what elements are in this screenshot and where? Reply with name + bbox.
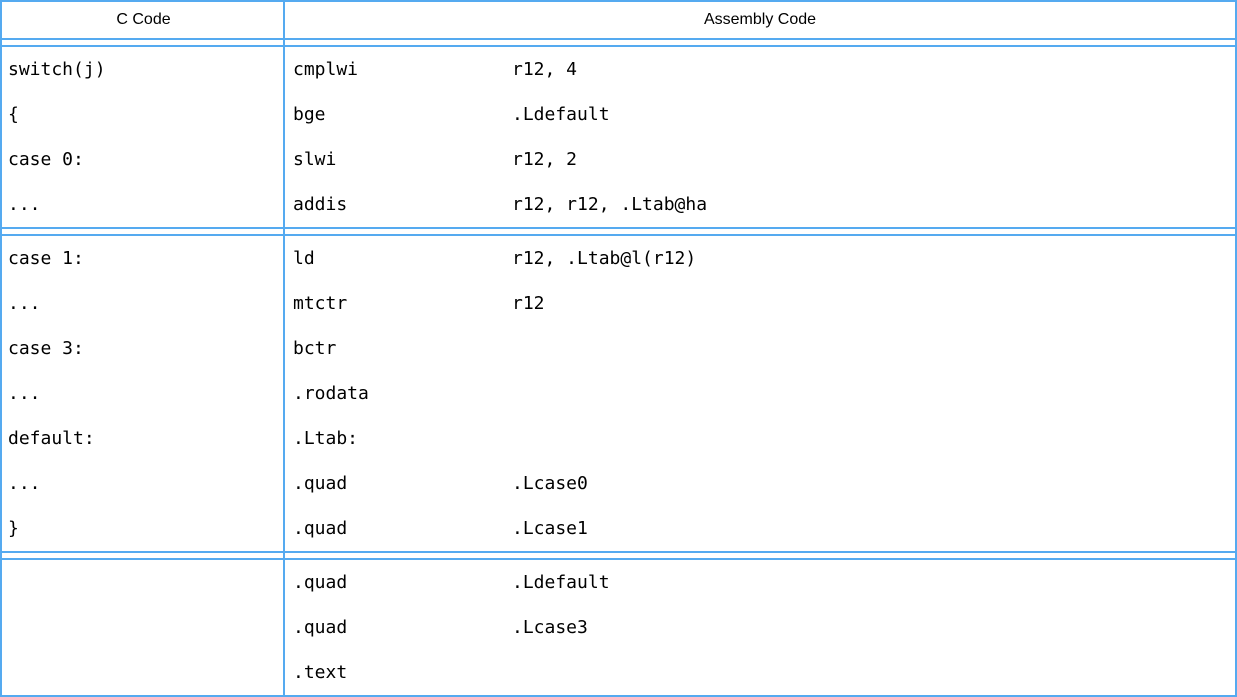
asm-mnemonic: .text <box>293 662 348 683</box>
column-divider-line <box>283 2 285 695</box>
c-code-line: switch(j) <box>8 59 106 80</box>
table-section-table-tail: .quad .Ldefault .quad .Lcase3 .text <box>2 558 1235 695</box>
asm-mnemonic: .quad <box>293 518 348 539</box>
asm-mnemonic: ld <box>293 248 315 269</box>
c-code-line: ... <box>8 194 41 215</box>
c-code-line: { <box>8 104 19 125</box>
asm-code-line: bctr <box>293 326 1235 371</box>
asm-mnemonic: bctr <box>293 338 337 359</box>
asm-code-line: .quad .Lcase3 <box>293 605 1235 650</box>
asm-mnemonic: .quad <box>293 617 348 638</box>
assembly-code-column-header: Assembly Code <box>703 11 817 28</box>
asm-operand: r12 <box>512 293 545 314</box>
asm-mnemonic: .Ltab: <box>293 428 359 449</box>
table-section-jump-table: case 1:... case 3:... default:...} ld r12, … <box>2 234 1235 553</box>
asm-code-cell: cmplwi r12, 4 bge .Ldefault slwi r12, 2 addis r… <box>285 47 1235 227</box>
asm-operand: .Ldefault <box>512 572 610 593</box>
c-code-line <box>8 650 285 695</box>
asm-mnemonic: bge <box>293 104 326 125</box>
c-code-line: } <box>8 518 19 539</box>
asm-code-line: mtctr r12 <box>293 281 1235 326</box>
asm-code-line: .text <box>293 650 1235 695</box>
asm-code-line: cmplwi r12, 4 <box>293 47 1235 92</box>
c-code-column-header: C Code <box>116 11 171 28</box>
asm-operand: .Lcase0 <box>512 473 588 494</box>
asm-mnemonic: .rodata <box>293 383 369 404</box>
asm-operand: r12, r12, .Ltab@ha <box>512 194 708 215</box>
asm-code-line: .quad .Lcase0 <box>293 461 1235 506</box>
asm-mnemonic: mtctr <box>293 293 348 314</box>
asm-mnemonic: cmplwi <box>293 59 359 80</box>
c-code-line: ... <box>8 293 41 314</box>
table-header-row: C Code Assembly Code <box>2 2 1235 40</box>
asm-code-line: .rodata <box>293 371 1235 416</box>
asm-code-line: bge .Ldefault <box>293 92 1235 137</box>
c-code-line: ... <box>8 383 41 404</box>
asm-mnemonic: .quad <box>293 572 348 593</box>
c-code-cell <box>2 560 285 695</box>
c-code-line: case 1: <box>8 248 84 269</box>
asm-mnemonic: .quad <box>293 473 348 494</box>
asm-operand: r12, .Ltab@l(r12) <box>512 248 697 269</box>
c-code-cell: case 1:... case 3:... default:...} <box>2 236 285 551</box>
c-code-line <box>8 605 285 650</box>
asm-mnemonic: slwi <box>293 149 337 170</box>
asm-code-cell: ld r12, .Ltab@l(r12) mtctr r12 bctr .rodata .L… <box>285 236 1235 551</box>
asm-mnemonic: addis <box>293 194 348 215</box>
asm-operand: r12, 4 <box>512 59 578 80</box>
c-code-line: case 0: <box>8 149 84 170</box>
c-code-line: case 3: <box>8 338 84 359</box>
asm-operand: r12, 2 <box>512 149 578 170</box>
asm-code-line: slwi r12, 2 <box>293 137 1235 182</box>
asm-code-line: .Ltab: <box>293 416 1235 461</box>
asm-operand: .Ldefault <box>512 104 610 125</box>
c-code-line: default: <box>8 428 95 449</box>
asm-code-line: ld r12, .Ltab@l(r12) <box>293 236 1235 281</box>
table-section-dispatch-setup: switch(j) { case 0:... cmplwi r12, 4 bge .Lde… <box>2 45 1235 229</box>
asm-operand: .Lcase3 <box>512 617 588 638</box>
asm-code-line: addis r12, r12, .Ltab@ha <box>293 182 1235 227</box>
c-code-line: ... <box>8 473 41 494</box>
asm-code-cell: .quad .Ldefault .quad .Lcase3 .text <box>285 560 1235 695</box>
asm-code-line: .quad .Lcase1 <box>293 506 1235 551</box>
c-code-line <box>8 560 285 605</box>
asm-operand: .Lcase1 <box>512 518 588 539</box>
asm-code-line: .quad .Ldefault <box>293 560 1235 605</box>
c-code-cell: switch(j) { case 0:... <box>2 47 285 227</box>
